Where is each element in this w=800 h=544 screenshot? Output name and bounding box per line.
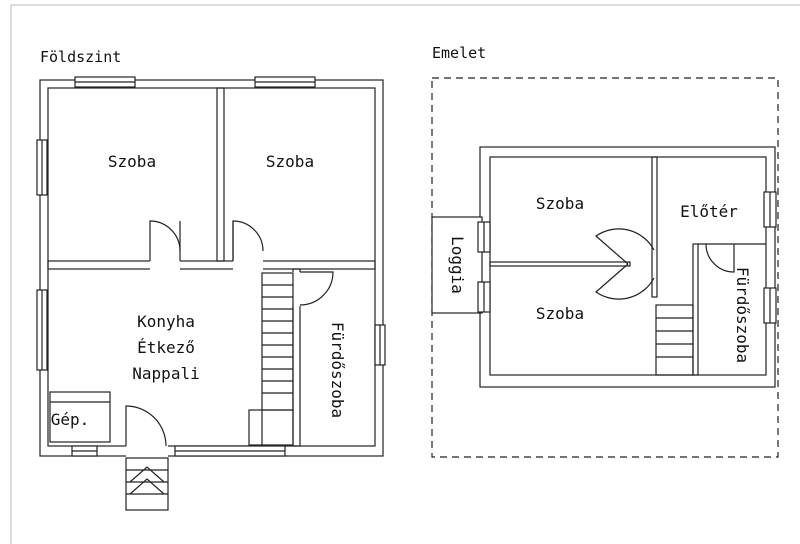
interior-wall-bathroom xyxy=(692,243,699,376)
interior-wall-vertical xyxy=(216,87,225,262)
room-label-bathroom-upper: Fürdőszoba xyxy=(733,267,752,363)
utility-box xyxy=(49,391,111,443)
door-opening xyxy=(233,260,263,270)
room-label-living: Nappali xyxy=(132,364,199,383)
room-label-bedroom-right: Szoba xyxy=(266,152,314,171)
interior-wall-vertical xyxy=(651,156,658,298)
room-label-bedroom-bottom: Szoba xyxy=(536,304,584,323)
door-swing xyxy=(232,220,264,261)
door-swing xyxy=(595,228,655,265)
door-swing xyxy=(125,405,167,447)
door-opening xyxy=(150,260,180,270)
page-frame xyxy=(10,4,800,544)
door-opening xyxy=(292,272,302,306)
upper-floor-plan: Emelet xyxy=(431,44,779,458)
room-label-bedroom-left: Szoba xyxy=(108,152,156,171)
door-swing xyxy=(299,271,334,306)
room-label-loggia: Loggia xyxy=(448,236,467,294)
door-swing xyxy=(705,243,735,273)
door-swing xyxy=(149,220,181,261)
ground-floor-title: Földszint xyxy=(40,48,121,66)
room-label-kitchen: Konyha xyxy=(137,312,195,331)
upper-floor-boundary xyxy=(431,77,779,458)
room-label-utility: Gép. xyxy=(51,410,90,429)
upper-outer-wall xyxy=(479,146,776,388)
interior-wall-horizontal xyxy=(47,260,376,270)
door-opening xyxy=(126,444,168,458)
upper-floor-title: Emelet xyxy=(432,44,486,62)
ground-floor-plan: Földszint xyxy=(36,48,386,511)
interior-wall-horizontal xyxy=(489,261,631,267)
door-swing xyxy=(595,263,655,300)
staircase xyxy=(248,272,294,446)
room-label-bedroom-top: Szoba xyxy=(536,194,584,213)
room-label-hall: Előtér xyxy=(680,202,738,221)
room-label-dining: Étkező xyxy=(137,338,195,357)
loggia-box xyxy=(431,216,483,314)
room-label-bathroom: Fürdőszoba xyxy=(328,322,347,418)
entrance-steps xyxy=(125,457,169,511)
staircase xyxy=(655,304,694,376)
